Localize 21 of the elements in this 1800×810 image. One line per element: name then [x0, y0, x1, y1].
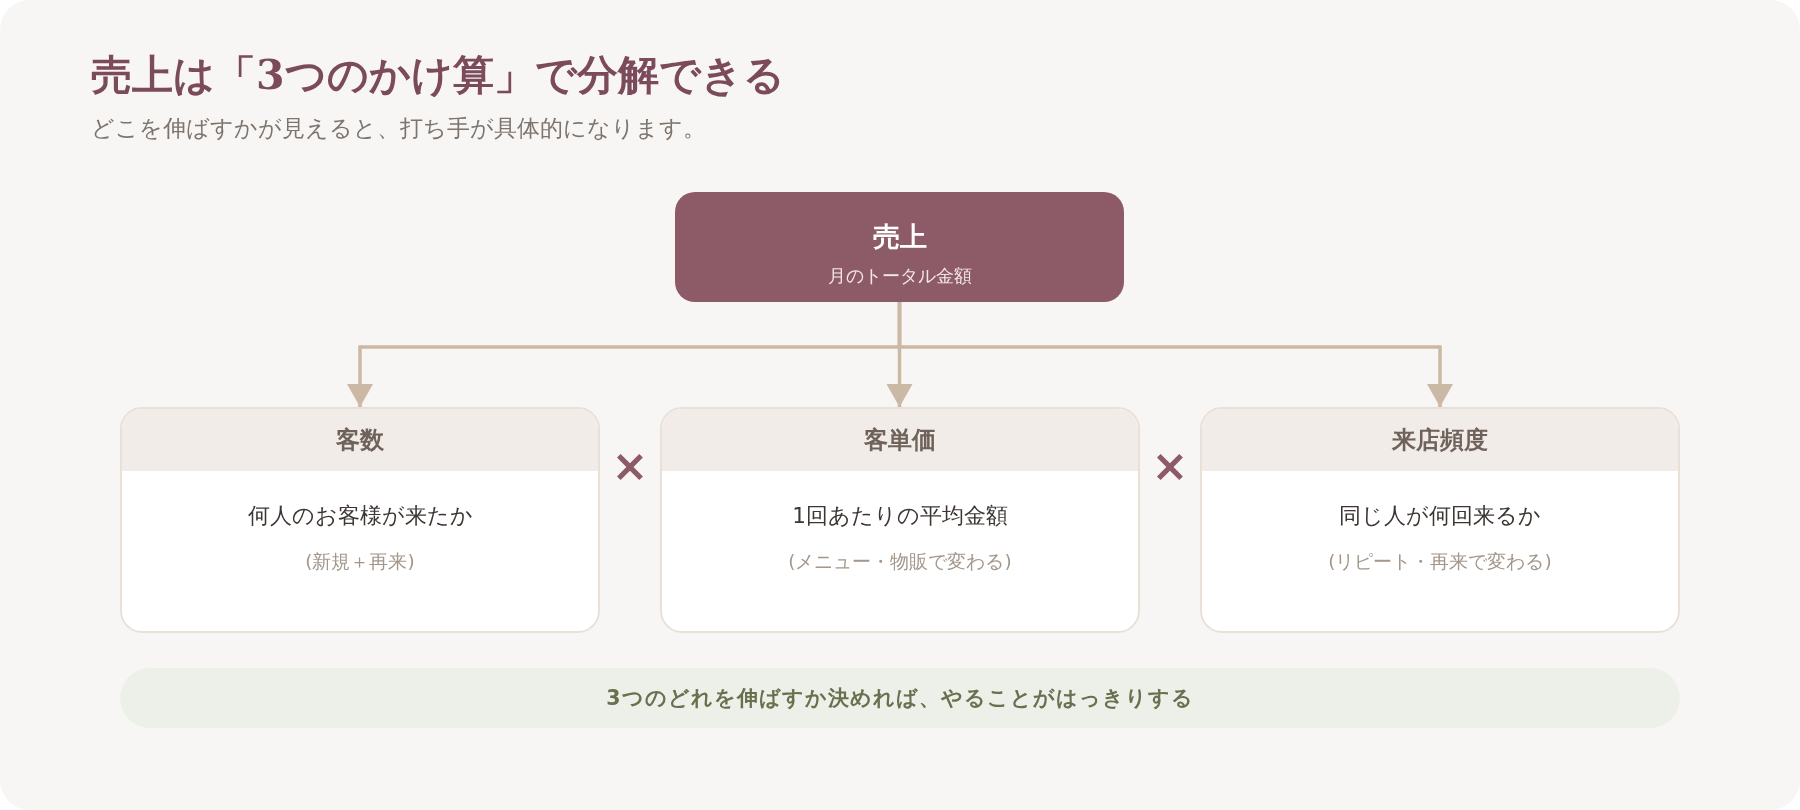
box-heading: 売上: [872, 220, 927, 254]
title: 売上は「3つのかけ算」で分解できる: [91, 50, 785, 100]
subtitle: どこを伸ばすかが見えると、打ち手が具体的になります。: [91, 114, 706, 143]
summary-box: [675, 192, 1124, 302]
box-subtext: 月のトータル金額: [827, 264, 972, 288]
card-note: (メニュー・物販で変わる): [787, 550, 1013, 574]
card-header: 客数: [122, 409, 598, 471]
card-header: 客単価: [662, 409, 1138, 471]
card-description: 何人のお客様が来たか: [246, 502, 474, 530]
arrow: [897, 302, 1453, 407]
card-note: (新規＋再来): [304, 550, 416, 574]
factor-card: [120, 407, 600, 633]
card-note: (リピート・再来で変わる): [1327, 550, 1553, 574]
factor-card: [1200, 407, 1680, 633]
card-description: 1回あたりの平均金額: [791, 502, 1009, 530]
card-header: 来店頻度: [1202, 409, 1678, 471]
factor-card: [660, 407, 1140, 633]
banner-text: 3つのどれを伸ばすか決めれば、やることがはっきりする: [606, 685, 1194, 712]
multiply-sign: ×: [1151, 444, 1189, 488]
multiply-sign: ×: [611, 444, 649, 488]
card-description: 同じ人が何回来るか: [1338, 502, 1542, 530]
